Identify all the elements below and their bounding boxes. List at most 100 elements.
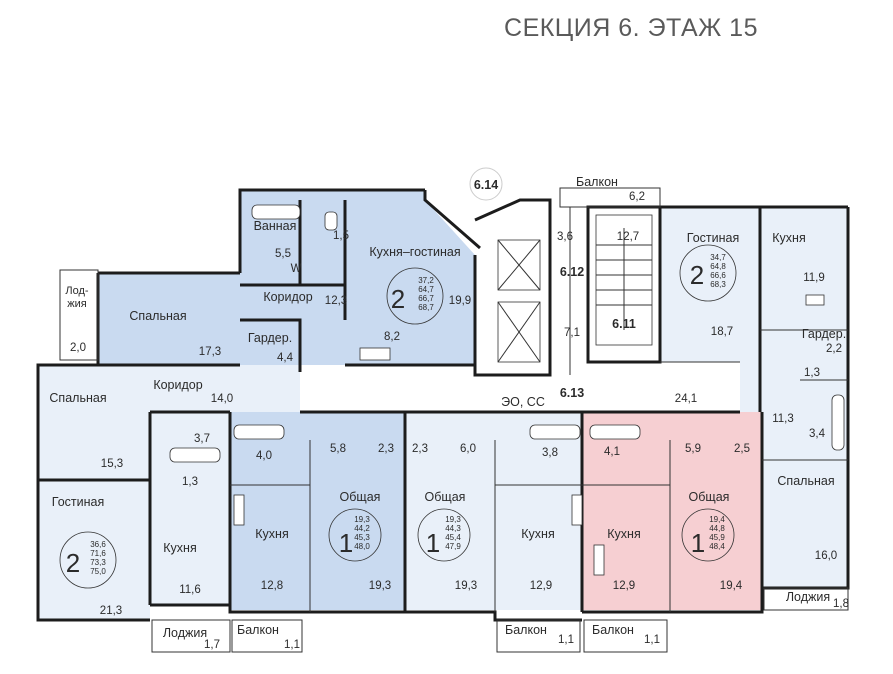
page-title: СЕКЦИЯ 6. ЭТАЖ 15 [504,14,758,42]
area-value: 73,3 [90,558,106,567]
common-room-label: Общая [340,490,381,504]
kitchen-living-label: Кухня–гостиная [369,245,460,259]
apartment-2-left-fill[interactable] [38,365,300,620]
wc-area: 1,5 [333,230,349,242]
balcony-b [496,619,581,653]
apartment-1-a: 4,0 5,8 2,3 Кухня 12,8 Общая 19,3 Балкон… [237,443,394,651]
bathtub-icon [251,204,301,220]
loggia-top-left [59,269,99,361]
bathtub-icon [529,424,581,440]
balcony-a [231,619,303,653]
balcony-c [583,619,668,653]
hall-area: 6,0 [460,443,476,455]
common-room-area: 19,4 [720,580,743,592]
rooms-count: 1 [339,528,353,558]
area-value: 66,7 [418,294,434,303]
kitchen-area: 11,9 [803,272,825,284]
apartment-2-top-left: Ванная 5,5 W 1,5 Кухня–гостиная 19,9 Кор… [65,219,471,364]
apartment-2-left: Спальная 15,3 Коридор Гостиная 21,3 Кухн… [49,378,220,651]
rooms-count: 1 [691,528,705,558]
hall2-area: 2,5 [734,443,750,455]
hall-left-area: 14,0 [211,393,233,405]
area-value: 37,2 [418,276,434,285]
bedroom-label: Спальная [49,391,106,405]
area-value: 45,9 [709,533,725,542]
stove-icon [359,347,391,361]
bath-area: 3,7 [194,433,210,445]
section-6-13-label: 6.13 [560,386,584,400]
apartment-1-c-fill[interactable] [582,412,762,610]
bathtub-icon [831,394,845,451]
lift-hall-area: 3,6 [557,231,573,243]
common-room-area: 19,3 [369,580,391,592]
area-value: 36,6 [90,540,106,549]
area-value: 45,4 [445,533,461,542]
wc-area: 1,3 [182,476,198,488]
kitchen-label: Кухня [607,527,640,541]
rooms-count: 2 [391,284,405,314]
bathtub-icon [589,424,641,440]
bedroom-area: 16,0 [815,550,837,562]
apartment-1-b-fill[interactable] [405,412,582,610]
hall-area: 11,3 [772,413,794,425]
hall-right-area: 24,1 [675,393,697,405]
area-value: 19,3 [354,515,370,524]
extra-area: 8,2 [384,331,400,343]
fixtures [59,187,849,653]
apartment-1-c: 4,1 5,9 2,5 Кухня 12,9 Общая 19,4 Балкон… [592,443,750,646]
stair-area: 12,7 [617,231,639,243]
apartment-2-top-left-fill[interactable] [98,190,475,372]
stove-icon [571,494,583,526]
section-6-12-label: 6.12 [560,265,584,279]
living-area: 18,7 [711,326,733,338]
kitchen-area: 11,6 [179,584,201,596]
bathroom-area: 5,5 [275,248,291,260]
bath-area: 4,0 [256,450,272,462]
wardrobe-area: 2,2 [826,343,842,355]
area-value: 44,8 [709,524,725,533]
area-value: 66,6 [710,271,726,280]
loggia-label: Лод-жия [65,285,89,310]
wardrobe-area: 4,4 [277,352,294,364]
bathtub-icon [169,447,221,463]
kitchen-label: Кухня [521,527,554,541]
bedroom-area: 17,3 [199,346,221,358]
balcony-area: 1,1 [644,634,660,646]
bedroom-label: Спальная [777,474,834,488]
corridor-label: Коридор [153,378,202,392]
kitchen-label: Кухня [772,231,805,245]
area-value: 47,9 [445,542,461,551]
area-value: 64,8 [710,262,726,271]
loggia-label: Лоджия [163,626,207,640]
apartment-2-right: Гостиная 18,7 Кухня 11,9 Гардер. 2,2 1,3… [679,231,849,610]
w-mark: W [291,263,302,275]
area-value: 48,0 [354,542,370,551]
sink-icon [805,294,825,306]
balcony-label: Балкон [505,623,547,637]
rooms-count: 2 [66,548,80,578]
apartment-2-right-fill[interactable] [660,207,848,588]
common-room-label: Общая [425,490,466,504]
wardrobe-label: Гардер. [248,331,292,345]
balcony-area: 1,1 [284,639,300,651]
area-value: 68,3 [710,280,726,289]
walls [36,188,850,622]
apartment-1-b: 2,3 6,0 3,8 Общая 19,3 Кухня 12,9 Балкон… [412,443,574,646]
balcony-label: Балкон [592,623,634,637]
area-value: 19,3 [445,515,461,524]
loggia-area: 2,0 [70,342,86,354]
living-area: 21,3 [100,605,122,617]
hall-area: 5,9 [685,443,701,455]
section-6-11-label: 6.11 [612,317,636,331]
bedroom-label: Спальная [129,309,186,323]
kitchen-label: Кухня [163,541,196,555]
wc-area: 1,3 [804,367,820,379]
bathroom-label: Ванная [254,219,297,233]
loggia-right [763,587,849,611]
balcony-area: 1,1 [558,634,574,646]
common-room-area: 19,3 [455,580,477,592]
wardrobe-label: Гардер. [802,327,846,341]
kitchen-label: Кухня [255,527,288,541]
hall-area: 5,8 [330,443,346,455]
balcony-top [559,187,661,208]
